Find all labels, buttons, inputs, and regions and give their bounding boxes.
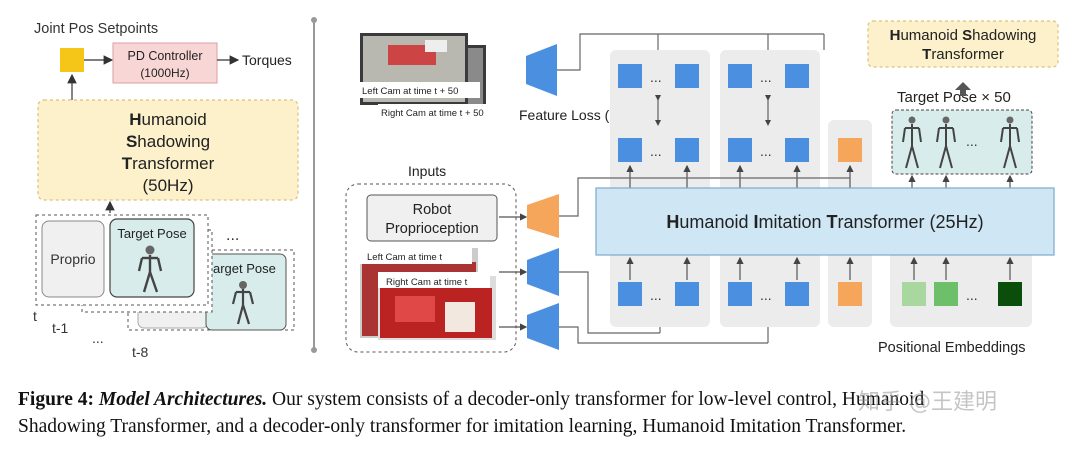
hst-t-initial: T xyxy=(122,154,133,173)
svg-text:...: ... xyxy=(760,143,772,159)
hst-top-t: T xyxy=(922,46,931,63)
hit-mitation: mitation xyxy=(759,212,827,232)
time-label-t-8: t-8 xyxy=(132,344,149,360)
pd-controller-box xyxy=(112,42,218,84)
time-label-t-1: t-1 xyxy=(52,320,69,336)
right-panel-hit: Left Cam at time t + 50 Right Cam at tim… xyxy=(345,20,1059,356)
figure-caption: Figure 4: Model Architectures. Our syste… xyxy=(18,386,1068,440)
right-cam-encoder xyxy=(527,303,559,350)
svg-text:Transformer: Transformer xyxy=(122,154,215,173)
robot-icons-sequence xyxy=(902,116,1020,169)
output-tokens: ... ... xyxy=(618,138,862,162)
history-ellipsis: ... xyxy=(226,227,239,244)
hst-box xyxy=(37,99,299,201)
svg-text:Shadowing: Shadowing xyxy=(126,132,210,151)
future-camera-images: Left Cam at time t + 50 Right Cam at tim… xyxy=(360,33,498,120)
right-cam-t50-label: Right Cam at time t + 50 xyxy=(381,108,484,119)
robot-proprio-line1: Robot xyxy=(413,202,452,218)
hst-top-h: H xyxy=(890,27,901,44)
future-feature-tokens: ... ... xyxy=(618,64,809,88)
svg-text:Humanoid Imitation Transformer: Humanoid Imitation Transformer (25Hz) xyxy=(666,212,983,232)
left-cam-encoder xyxy=(527,248,559,296)
svg-text:Humanoid: Humanoid xyxy=(129,110,207,129)
svg-text:Humanoid Shadowing: Humanoid Shadowing xyxy=(890,27,1037,44)
target-pose-x50-label: Target Pose × 50 xyxy=(897,89,1011,106)
svg-text:...: ... xyxy=(760,69,772,85)
caption-body-line2: Shadowing Transformer, and a decoder-onl… xyxy=(18,416,907,437)
hst-line1: umanoid xyxy=(142,110,207,129)
target-pose-back-label: arget Pose xyxy=(213,261,276,276)
robot-icon-back xyxy=(231,281,255,325)
feature-loss-label: Feature Loss (L2) xyxy=(519,107,630,123)
hst-top-hadowing: hadowing xyxy=(972,27,1036,44)
joint-pos-title: Joint Pos Setpoints xyxy=(34,21,158,37)
hit-t: T xyxy=(827,212,838,232)
hst-h-initial: H xyxy=(129,110,141,129)
svg-text:...: ... xyxy=(650,287,662,303)
svg-text:...: ... xyxy=(966,287,978,303)
pd-controller-rate: (1000Hz) xyxy=(140,66,189,80)
hit-umanoid: umanoid xyxy=(679,212,753,232)
target-pose-seq-dots: ... xyxy=(966,133,978,149)
left-panel-hst: Joint Pos Setpoints PD Controller (1000H… xyxy=(33,21,299,360)
caption-body-line1: Our system consists of a decoder-only tr… xyxy=(267,389,925,410)
watermark: 知乎 @王建明 xyxy=(858,390,997,415)
positional-embeddings-label: Positional Embeddings xyxy=(878,340,1026,356)
hst-top-ransformer: ransformer xyxy=(931,46,1004,63)
svg-text:...: ... xyxy=(760,287,772,303)
feature-encoder-top xyxy=(526,44,557,96)
right-cam-t-label: Right Cam at time t xyxy=(386,277,468,288)
left-cam-t-label: Left Cam at time t xyxy=(367,252,442,263)
svg-text:...: ... xyxy=(650,69,662,85)
hst-top-box xyxy=(867,20,1059,68)
proprio-label: Proprio xyxy=(50,251,95,267)
hit-i: I xyxy=(753,212,758,232)
proprio-card xyxy=(41,220,105,298)
hst-top-umanoid: umanoid xyxy=(900,27,962,44)
hit-ransformer: ransformer (25Hz) xyxy=(838,212,984,232)
hst-line2: hadowing xyxy=(137,132,210,151)
input-tokens: ... ... xyxy=(618,282,862,306)
caption-title: Model Architectures. xyxy=(98,389,268,410)
svg-text:...: ... xyxy=(650,143,662,159)
pd-controller-label: PD Controller xyxy=(127,49,202,63)
architecture-figure: Joint Pos Setpoints PD Controller (1000H… xyxy=(33,17,1059,360)
hst-rate: (50Hz) xyxy=(142,176,193,195)
svg-text:Transformer: Transformer xyxy=(922,46,1004,63)
current-camera-images: Left Cam at time t Right Cam at time t xyxy=(360,248,496,340)
caption-figure-label: Figure 4: xyxy=(18,389,95,410)
left-cam-t50-label-bg xyxy=(360,82,480,98)
torques-label: Torques xyxy=(242,52,292,68)
target-pose-label: Target Pose xyxy=(117,226,186,241)
robot-proprioception-box xyxy=(366,194,498,242)
hst-line3: ransformer xyxy=(132,154,215,173)
robot-icon-front xyxy=(137,245,163,293)
robot-proprio-line2: Proprioception xyxy=(385,221,479,237)
time-label-t: t xyxy=(33,308,37,324)
hit-box xyxy=(595,187,1055,256)
target-pose-sequence xyxy=(891,109,1033,175)
inputs-label: Inputs xyxy=(408,163,446,179)
up-arrow-icon xyxy=(955,82,971,96)
time-label-dots: ... xyxy=(92,330,104,346)
hit-h: H xyxy=(666,212,679,232)
hst-s-initial: S xyxy=(126,132,137,151)
hst-top-s: S xyxy=(962,27,972,44)
proprio-encoder xyxy=(527,194,559,238)
setpoint-yellow-square xyxy=(60,48,84,72)
positional-embedding-tokens: ... xyxy=(902,282,1022,306)
left-cam-t50-label: Left Cam at time t + 50 xyxy=(362,86,458,97)
